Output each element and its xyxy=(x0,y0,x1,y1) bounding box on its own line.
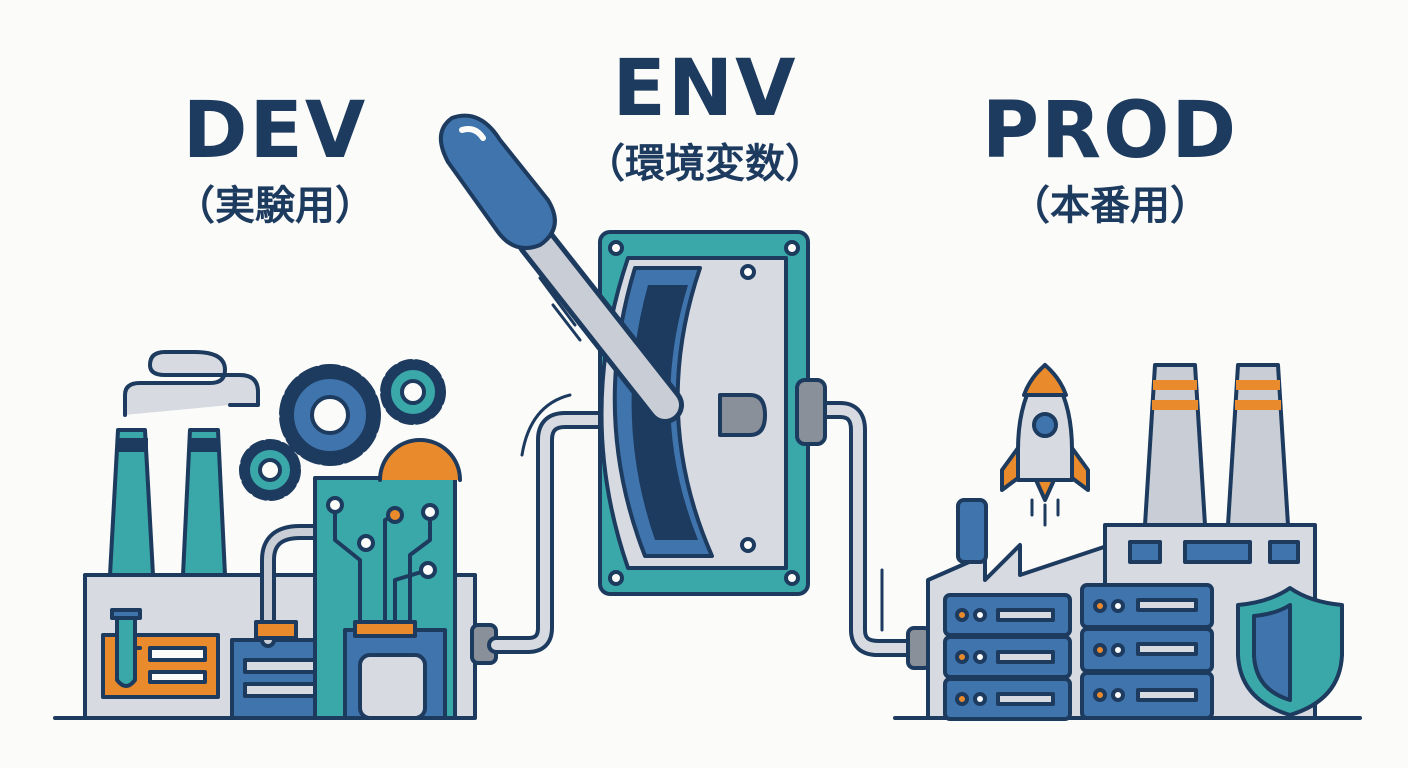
dev-factory-icon xyxy=(83,350,498,720)
env-lever-switch-icon xyxy=(439,113,827,596)
gear-icon xyxy=(279,364,381,466)
dev-title: DEV xyxy=(182,86,368,176)
env-title: ENV xyxy=(612,44,798,134)
gear-icon xyxy=(378,438,462,482)
dev-subtitle: （実験用） xyxy=(175,183,375,229)
server-rack-icon xyxy=(943,593,1072,721)
cable-right xyxy=(801,401,932,670)
circuit-board-icon xyxy=(313,476,457,720)
gear-icon xyxy=(380,359,446,425)
gear-icon xyxy=(239,439,301,501)
rocket-icon xyxy=(1000,363,1090,527)
prod-factory-icon xyxy=(926,363,1344,721)
cable-left xyxy=(487,393,611,654)
env-label: ENV （環境変数） xyxy=(560,50,850,184)
dev-label: DEV （実験用） xyxy=(150,92,400,226)
prod-label: PROD （本番用） xyxy=(960,92,1260,226)
server-rack-icon xyxy=(1080,583,1214,720)
prod-title: PROD xyxy=(981,86,1239,176)
shield-icon xyxy=(1236,586,1344,717)
prod-subtitle: （本番用） xyxy=(1010,183,1210,229)
test-tube-icon xyxy=(110,608,142,688)
env-subtitle: （環境変数） xyxy=(585,141,825,187)
